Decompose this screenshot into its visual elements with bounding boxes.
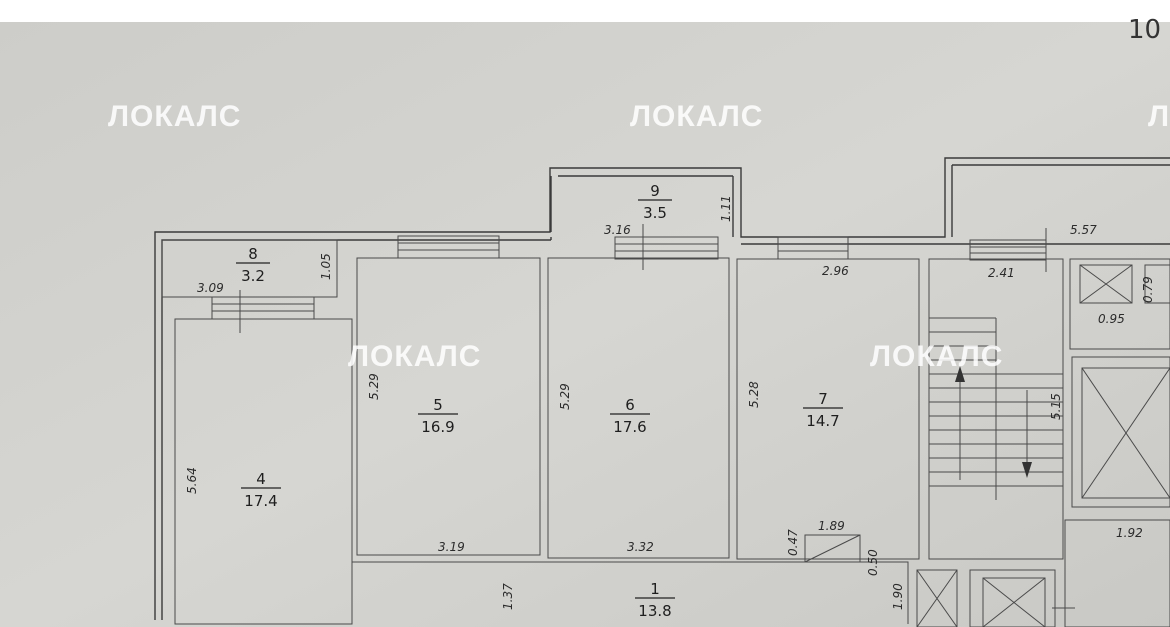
dim-050: 0.50 bbox=[866, 549, 880, 576]
dim-192: 1.92 bbox=[1116, 526, 1143, 540]
dim-079: 0.79 bbox=[1141, 276, 1155, 303]
room-5-label: 5 16.9 bbox=[418, 396, 458, 436]
dim-529b: 5.29 bbox=[558, 383, 572, 410]
svg-text:3.5: 3.5 bbox=[643, 204, 667, 222]
watermark-logo: ЛОКАЛС bbox=[630, 100, 763, 133]
svg-text:14.7: 14.7 bbox=[806, 412, 839, 430]
room-8-label: 8 3.2 bbox=[236, 245, 270, 285]
dim-241: 2.41 bbox=[988, 266, 1015, 280]
svg-text:6: 6 bbox=[625, 396, 635, 414]
dim-309: 3.09 bbox=[197, 281, 224, 295]
staircase bbox=[929, 317, 1063, 500]
watermark-logo: ЛОКАЛС bbox=[348, 340, 481, 373]
dim-332: 3.32 bbox=[627, 540, 654, 554]
svg-text:16.9: 16.9 bbox=[421, 418, 454, 436]
svg-text:8: 8 bbox=[248, 245, 258, 263]
watermark-logo: ЛОКАЛС bbox=[870, 340, 1003, 373]
dim-529a: 5.29 bbox=[367, 373, 381, 400]
svg-text:5: 5 bbox=[433, 396, 443, 414]
dimension-labels: 3.09 1.05 3.16 1.11 2.96 2.41 5.57 0.79 … bbox=[185, 195, 1155, 610]
room-4-label: 4 17.4 bbox=[241, 470, 281, 510]
dim-190: 1.90 bbox=[891, 583, 905, 610]
dim-319: 3.19 bbox=[438, 540, 465, 554]
dim-137: 1.37 bbox=[501, 583, 515, 610]
svg-text:17.4: 17.4 bbox=[244, 492, 277, 510]
room-6-label: 6 17.6 bbox=[610, 396, 650, 436]
room-1-label: 1 13.8 bbox=[635, 580, 675, 620]
dim-296: 2.96 bbox=[822, 264, 849, 278]
dim-047: 0.47 bbox=[786, 529, 800, 556]
svg-text:7: 7 bbox=[818, 390, 828, 408]
svg-text:17.6: 17.6 bbox=[613, 418, 646, 436]
dim-189: 1.89 bbox=[818, 519, 845, 533]
dim-528: 5.28 bbox=[747, 381, 761, 408]
walls bbox=[154, 157, 1170, 627]
watermark-logo: ЛОКАЛС bbox=[1148, 100, 1170, 133]
paper-background bbox=[0, 22, 1170, 627]
dim-515: 5.15 bbox=[1049, 393, 1063, 420]
dim-095: 0.95 bbox=[1098, 312, 1125, 326]
room-9-label: 9 3.5 bbox=[638, 182, 672, 222]
svg-text:13.8: 13.8 bbox=[638, 602, 671, 620]
svg-text:3.2: 3.2 bbox=[241, 267, 265, 285]
dim-557: 5.57 bbox=[1070, 223, 1097, 237]
dim-564: 5.64 bbox=[185, 467, 199, 494]
svg-text:9: 9 bbox=[650, 182, 660, 200]
svg-text:1: 1 bbox=[650, 580, 660, 598]
dim-105: 1.05 bbox=[319, 253, 333, 280]
watermark-logo: ЛОКАЛС bbox=[108, 100, 241, 133]
room-7-label: 7 14.7 bbox=[803, 390, 843, 430]
svg-text:4: 4 bbox=[256, 470, 266, 488]
dim-111: 1.11 bbox=[719, 195, 733, 222]
watermarks: ЛОКАЛС ЛОКАЛС ЛОКАЛС ЛОКАЛС ЛОКАЛС bbox=[108, 100, 1170, 373]
dim-316: 3.16 bbox=[604, 223, 631, 237]
page-number: 10 bbox=[1128, 15, 1161, 45]
room-labels: 8 3.2 9 3.5 5 16.9 6 17.6 7 14.7 4 17.4 bbox=[236, 182, 843, 620]
